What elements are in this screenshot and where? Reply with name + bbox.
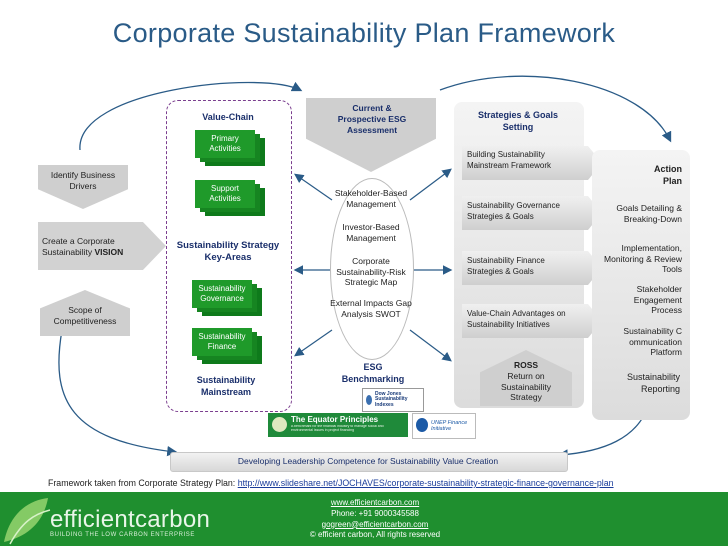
leadership-label: Developing Leadership Competence for Sus… [237,456,499,466]
strategy-item-2: Sustainability Governance Strategies & G… [467,201,560,221]
sustainability-reporting: Sustainability Reporting [626,372,680,394]
strategy-arrow-2 [462,196,602,230]
governance-box: Sustainability Governance [192,280,262,316]
strategy-item-1: Building Sustainability Mainstream Frame… [467,150,552,170]
strategy-arrow-4 [462,304,602,338]
action-item-3: Stakeholder Engagement Process [633,284,682,316]
action-item-2: Implementation, Monitoring & Review Tool… [604,243,682,275]
key-areas-label: Sustainability Strategy Key-Areas [176,240,280,264]
center-item-1: Stakeholder-Based Management [334,188,408,209]
vision-label: Create a Corporate Sustainability VISION [42,236,124,257]
brand-logo: efficientcarbon BUILDING THE LOW CARBON … [50,506,211,538]
leadership-bar [170,452,568,472]
value-chain-header: Value-Chain [202,112,254,122]
action-plan-panel [592,150,690,420]
strategy-item-3: Sustainability Finance Strategies & Goal… [467,256,545,276]
assessment-label: Current & Prospective ESG Assessment [337,103,407,136]
vision-arrow [38,222,166,270]
ross-text: Return on Sustainability Strategy [500,371,552,403]
unep-logo: UNEP Finance Initiative [412,413,476,439]
globe-icon [272,417,287,432]
identify-label: Identify Business Drivers [50,170,116,191]
finance-box: Sustainability Finance [192,328,262,364]
center-item-3: Corporate Sustainability-Risk Strategic … [336,256,406,288]
footer-contact: www.efficientcarbon.com Phone: +91 90003… [300,498,450,541]
dow-jones-mark-icon [366,395,372,405]
benchmarking-label: ESG Benchmarking [341,362,405,384]
source-link[interactable]: http://www.slideshare.net/JOCHAVES/corpo… [237,478,614,488]
strategy-arrow-3 [462,251,602,285]
equator-principles-logo: The Equator Principles A benchmark for t… [268,413,408,437]
footer-email[interactable]: gogreen@efficientcarbon.com [321,519,429,529]
scope-label: Scope of Competitiveness [53,305,117,326]
footer-band [0,492,728,546]
page-title: Corporate Sustainability Plan Framework [112,18,616,48]
action-item-1: Goals Detailing & Breaking-Down [616,203,682,224]
footer-phone: Phone: +91 9000345588 [331,508,419,518]
primary-activities-box: Primary Activities [195,130,265,166]
support-activities-box: Support Activities [195,180,265,216]
strategy-arrow-1 [462,146,602,180]
source-line: Framework taken from Corporate Strategy … [48,478,614,488]
action-item-4: Sustainability Communication Platform [623,326,682,358]
leaf-logo-icon [0,492,54,546]
center-item-4: External Impacts Gap Analysis SWOT [330,298,412,319]
footer-copyright: © efficient carbon, All rights reserved [309,530,441,540]
action-plan-header: Action Plan [654,164,682,186]
strategy-item-4: Value-Chain Advantages on Sustainability… [467,309,566,329]
mainstream-label: Sustainability Mainstream [196,375,256,397]
strategies-header: Strategies & Goals Setting [477,110,559,132]
center-item-2: Investor-Based Management [342,222,400,243]
value-chain-panel [166,100,292,412]
dow-jones-logo: Dow Jones Sustainability Indexes [362,388,424,412]
ross-title: ROSS [513,360,539,370]
footer-website[interactable]: www.efficientcarbon.com [330,498,420,507]
center-ellipse [330,178,414,360]
unep-laurel-icon [416,418,428,432]
